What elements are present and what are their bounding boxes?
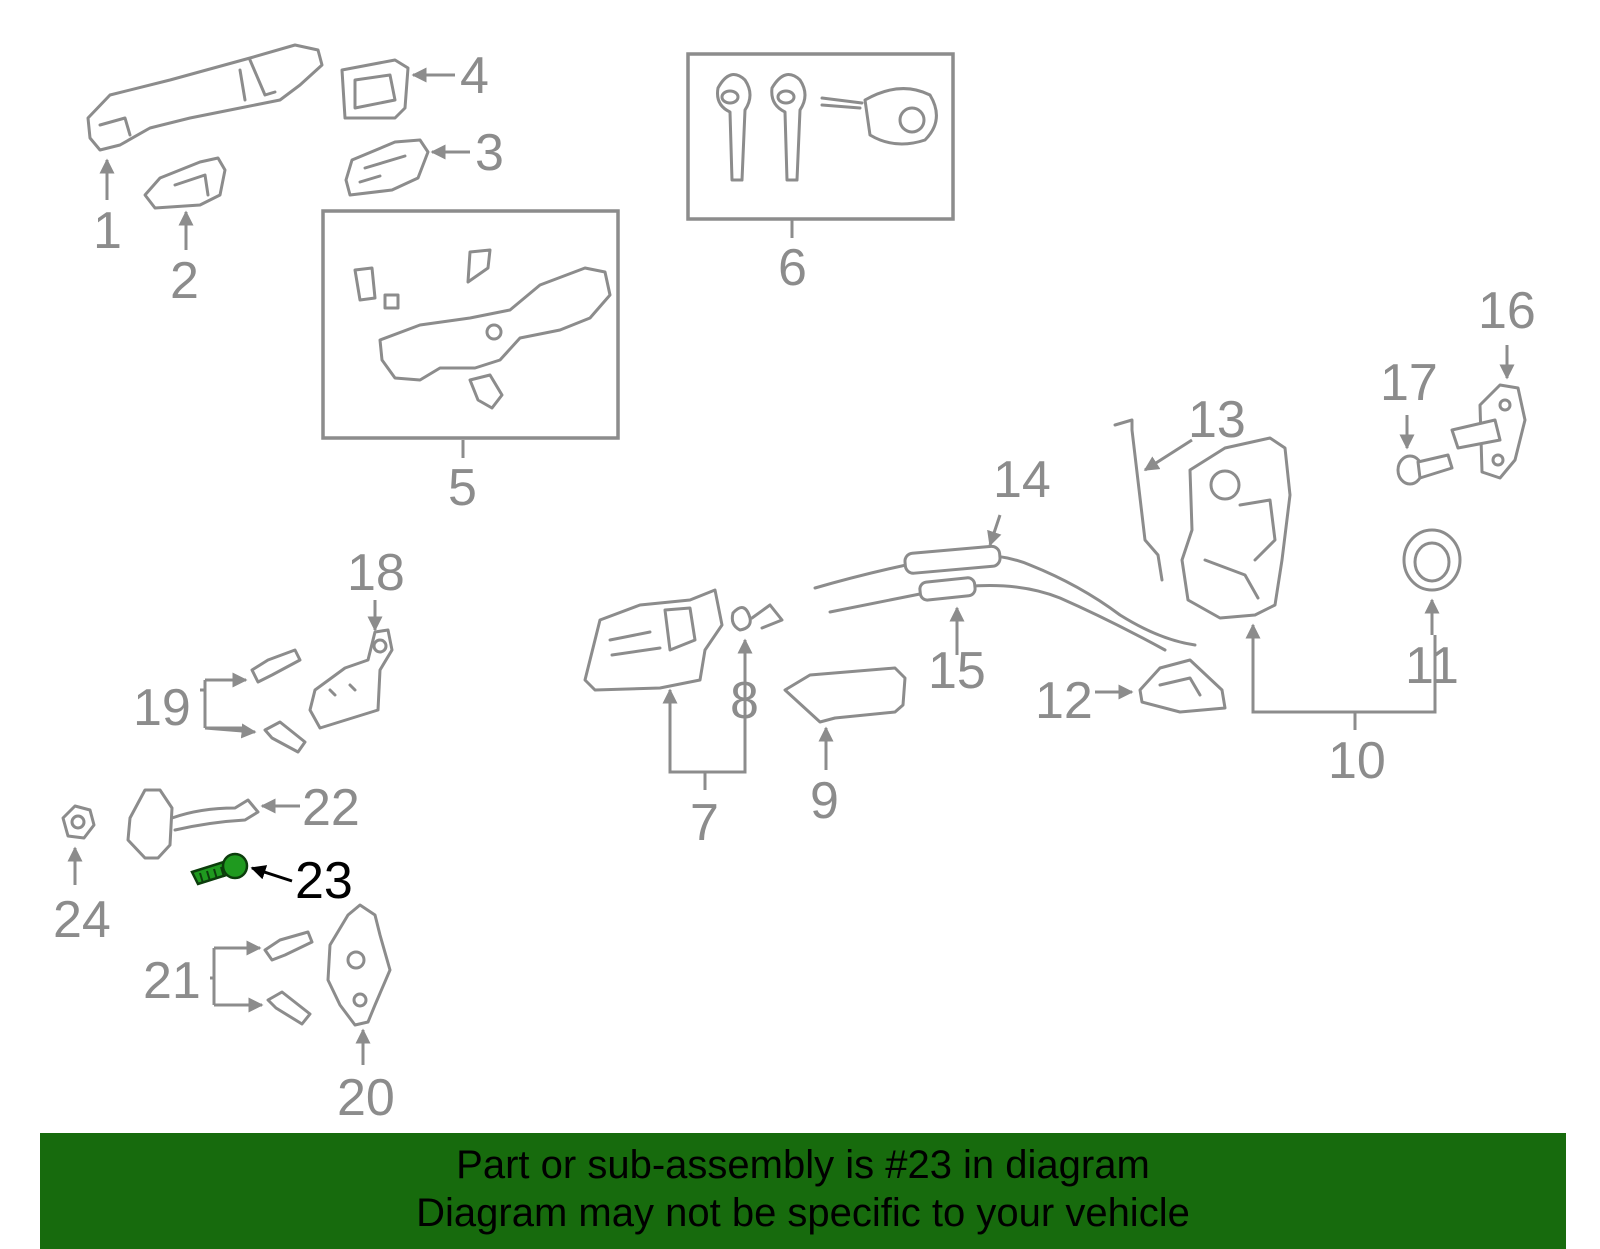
- banner-line-2: Diagram may not be specific to your vehi…: [416, 1191, 1190, 1235]
- callout-16: 16: [1478, 282, 1536, 340]
- outside-handle-part-1[interactable]: [86, 43, 324, 200]
- handle-frame-assembly-part-5[interactable]: [321, 209, 620, 458]
- inside-handle-part-7[interactable]: [583, 588, 747, 790]
- nut-part-24[interactable]: [61, 804, 96, 885]
- cover-part-3[interactable]: [344, 138, 470, 197]
- lock-cable-part-14[interactable]: [813, 514, 1197, 647]
- callout-23-highlighted: 23: [295, 852, 353, 910]
- callout-7: 7: [690, 794, 719, 852]
- lower-hinge-part-20[interactable]: [326, 903, 392, 1065]
- bolt-part-23-highlighted[interactable]: [190, 852, 293, 886]
- pad-part-9[interactable]: [783, 666, 907, 770]
- callout-9: 9: [810, 772, 839, 830]
- callout-17: 17: [1380, 354, 1438, 412]
- door-check-part-22[interactable]: [126, 788, 300, 860]
- striker-part-16[interactable]: [1450, 345, 1527, 480]
- callout-3: 3: [475, 124, 504, 182]
- callout-8: 8: [730, 672, 759, 730]
- screw-part-17[interactable]: [1396, 415, 1454, 486]
- clip-part-8[interactable]: [730, 603, 784, 680]
- callout-20: 20: [337, 1069, 395, 1127]
- hinge-bolts-part-21[interactable]: [210, 930, 314, 1026]
- callout-2: 2: [170, 252, 199, 310]
- actuator-cover-part-12[interactable]: [1095, 658, 1227, 714]
- open-cable-part-15[interactable]: [828, 576, 1167, 655]
- callout-19: 19: [133, 679, 191, 737]
- callout-14: 14: [993, 451, 1051, 509]
- callout-21: 21: [143, 952, 201, 1010]
- lock-rod-part-13[interactable]: [1113, 418, 1193, 582]
- hinge-bolts-part-19[interactable]: [200, 648, 307, 754]
- handle-pad-part-2[interactable]: [143, 156, 227, 250]
- callout-18: 18: [347, 544, 405, 602]
- cap-part-4[interactable]: [340, 58, 455, 120]
- callout-1: 1: [93, 202, 122, 260]
- banner-line-1: Part or sub-assembly is #23 in diagram: [456, 1143, 1150, 1187]
- callout-10: 10: [1328, 732, 1386, 790]
- callout-12: 12: [1035, 672, 1093, 730]
- key-cylinder-set-part-6[interactable]: [686, 52, 955, 238]
- callout-15: 15: [928, 642, 986, 700]
- callout-22: 22: [302, 779, 360, 837]
- grommet-part-11[interactable]: [1402, 528, 1462, 635]
- callout-11: 11: [1405, 637, 1459, 695]
- callout-6: 6: [778, 239, 807, 297]
- upper-hinge-part-18[interactable]: [308, 600, 394, 730]
- info-banner: Part or sub-assembly is #23 in diagram D…: [40, 1133, 1566, 1249]
- callout-24: 24: [53, 891, 111, 949]
- callout-13: 13: [1188, 391, 1246, 449]
- callout-4: 4: [460, 47, 489, 105]
- lock-actuator-part-10[interactable]: [1180, 436, 1437, 730]
- callout-5: 5: [448, 459, 477, 517]
